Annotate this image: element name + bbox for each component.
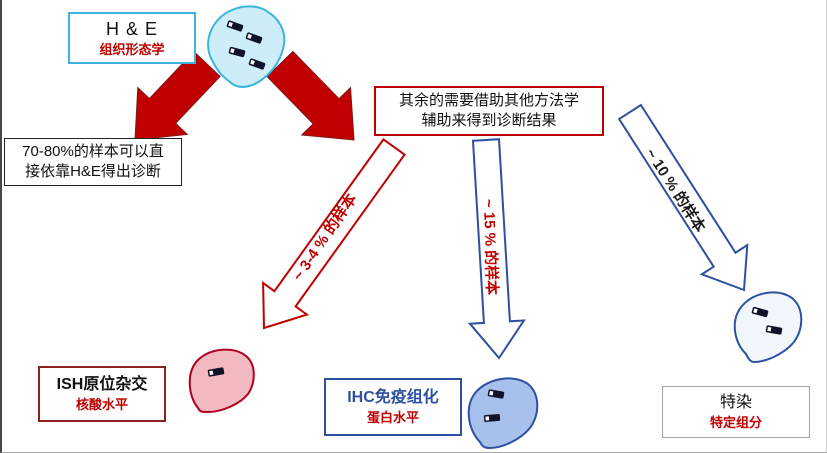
- slide-mark-icon: [207, 367, 225, 377]
- ihc-box: IHC免疫组化 蛋白水平: [324, 378, 462, 436]
- slide-mark-icon: [226, 20, 244, 32]
- hne-note-box: 70-80%的样本可以直 接依靠H&E得出诊断: [4, 138, 182, 186]
- ihc-subtitle: 蛋白水平: [366, 410, 419, 426]
- slide-mark-icon: [483, 413, 501, 423]
- other-note-line1: 其余的需要借助其他方法学: [398, 91, 579, 109]
- red-arrow-right: [266, 50, 355, 141]
- special-stain-subtitle: 特定组分: [709, 415, 762, 431]
- ish-subtitle: 核酸水平: [75, 397, 128, 413]
- ish-title: ISH原位杂交: [56, 376, 148, 394]
- ish-arrow: [262, 138, 406, 330]
- special-stain-arrow: [617, 103, 749, 292]
- ish-tissue-sample-icon: [188, 348, 255, 414]
- slide-mark-icon: [751, 306, 769, 318]
- ish-box: ISH原位杂交 核酸水平: [38, 366, 166, 422]
- slide-mark-icon: [248, 58, 266, 70]
- other-note-line2: 辅助来得到诊断结果: [421, 112, 557, 129]
- red-arrow-left: [134, 50, 221, 141]
- ihc-arrow: [467, 138, 526, 360]
- hne-tissue-sample-icon: [207, 5, 286, 88]
- slide-mark-icon: [765, 325, 783, 335]
- hne-note-line2: 接依靠H&E得出诊断: [25, 163, 161, 180]
- ihc-arrow-label: ~ 15 % 的样本: [479, 198, 501, 296]
- hne-title: H & E: [105, 19, 158, 40]
- special-stain-box: 特染 特定组分: [662, 386, 810, 438]
- hne-note-line1: 70-80%的样本可以直: [22, 142, 164, 160]
- special-stain-title: 特染: [719, 394, 752, 412]
- hne-box: H & E 组织形态学: [68, 12, 196, 64]
- other-methods-note-box: 其余的需要借助其他方法学 辅助来得到诊断结果: [374, 86, 604, 136]
- slide-mark-icon: [228, 46, 246, 58]
- slide-mark-icon: [245, 32, 263, 44]
- ihc-title: IHC免疫组化: [347, 389, 439, 407]
- slide-mark-icon: [487, 389, 505, 399]
- ihc-tissue-sample-icon: [467, 377, 539, 450]
- hne-subtitle: 组织形态学: [99, 42, 165, 58]
- special-tissue-sample-icon: [733, 291, 803, 364]
